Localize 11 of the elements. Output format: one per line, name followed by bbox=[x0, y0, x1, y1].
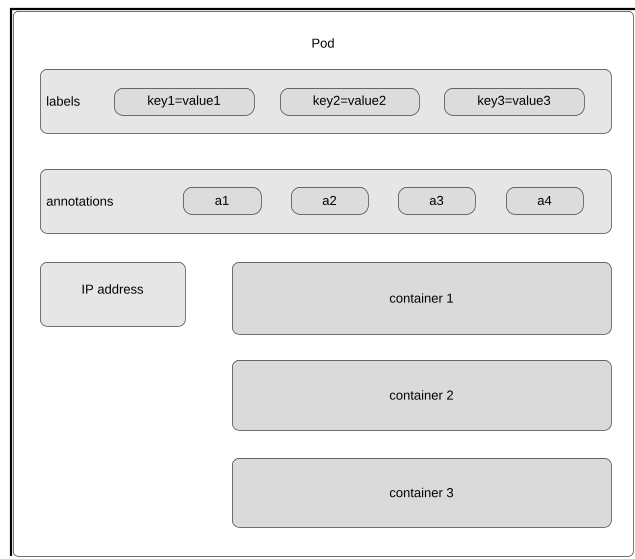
address-box: IP address bbox=[40, 262, 186, 327]
tag-pill: a4 bbox=[506, 187, 584, 215]
container-box: container 3 bbox=[232, 458, 612, 528]
tag-pill: key2=value2 bbox=[280, 88, 420, 116]
tag-pill: a1 bbox=[183, 187, 262, 215]
tag-pill: a3 bbox=[398, 187, 476, 215]
tag-pill: a2 bbox=[291, 187, 369, 215]
tag-pill: key1=value1 bbox=[114, 88, 255, 116]
container-box: container 1 bbox=[232, 262, 612, 335]
tag-pill: key3=value3 bbox=[444, 88, 585, 116]
container-box: container 2 bbox=[232, 360, 612, 431]
